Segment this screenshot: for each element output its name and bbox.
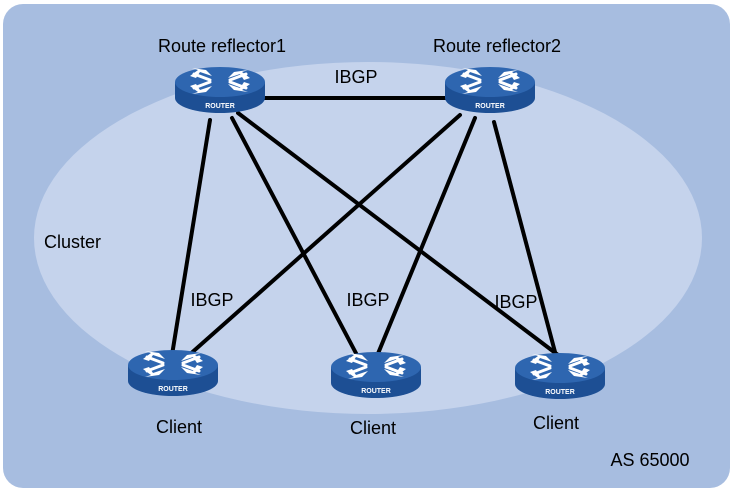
cluster-area <box>34 62 702 414</box>
link-rr1-client3 <box>236 111 564 360</box>
link-rr1-client2 <box>230 116 360 359</box>
reflector1-label: Route reflector1 <box>158 36 286 56</box>
router-caption: ROUTER <box>545 389 575 396</box>
client3-label: Client <box>533 413 579 433</box>
router-caption: ROUTER <box>158 386 188 393</box>
link-label-client3: IBGP <box>494 292 537 312</box>
client2-label: Client <box>350 418 396 438</box>
links <box>170 96 564 360</box>
link-rr1-client1 <box>170 118 212 357</box>
router-client2[interactable]: ROUTER <box>329 350 423 400</box>
router-caption: ROUTER <box>475 103 505 110</box>
router-caption: ROUTER <box>361 388 391 395</box>
link-rr2-client1 <box>186 113 462 358</box>
link-label-rr1-rr2: IBGP <box>334 67 377 87</box>
router-caption: ROUTER <box>205 103 235 110</box>
router-reflector1[interactable]: ROUTER <box>173 65 267 115</box>
cluster-label: Cluster <box>44 232 101 252</box>
client1-label: Client <box>156 417 202 437</box>
link-label-client2: IBGP <box>346 290 389 310</box>
router-client1[interactable]: ROUTER <box>126 348 220 398</box>
router-client3[interactable]: ROUTER <box>513 351 607 401</box>
link-label-client1: IBGP <box>190 290 233 310</box>
reflector2-label: Route reflector2 <box>433 36 561 56</box>
as-label: AS 65000 <box>610 450 689 470</box>
link-rr2-client3 <box>492 120 557 354</box>
link-rr2-client2 <box>375 116 477 358</box>
router-reflector2[interactable]: ROUTER <box>443 65 537 115</box>
